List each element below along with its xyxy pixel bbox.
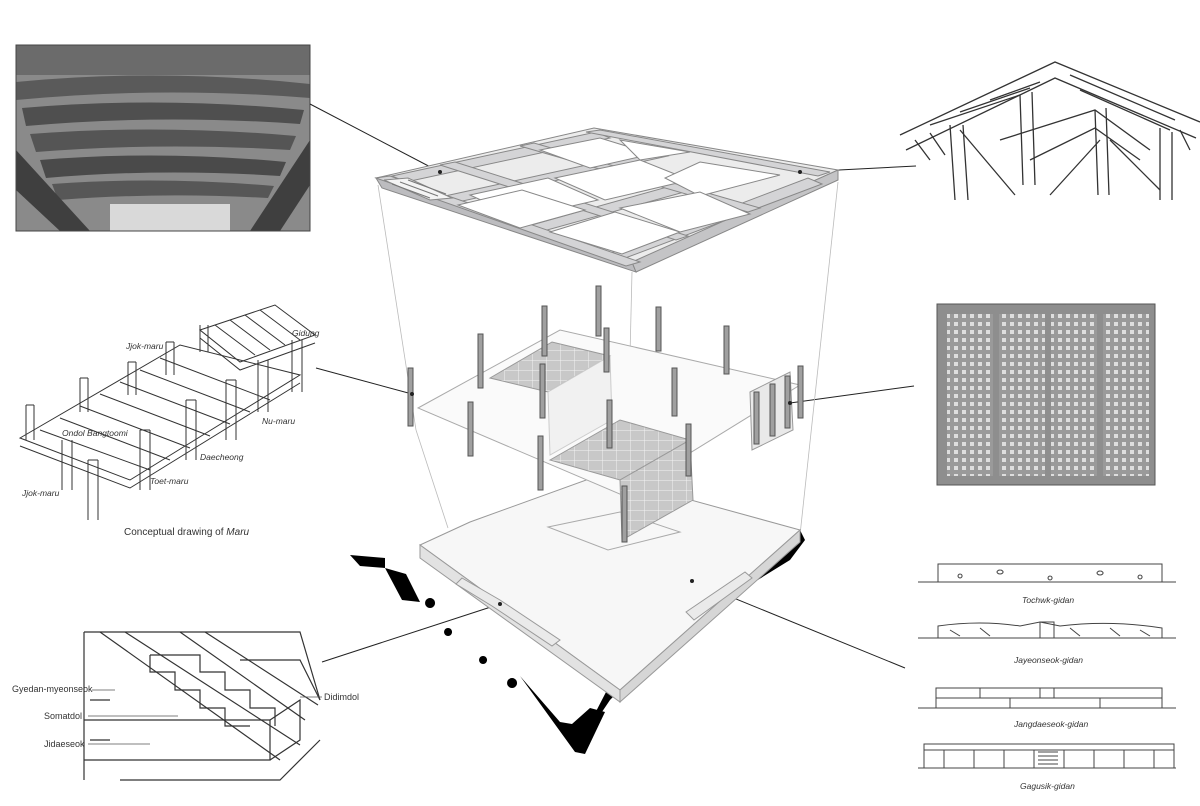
label-jjok-maru-bottom: Jjok-maru bbox=[21, 488, 60, 498]
lattice-door-panel bbox=[936, 303, 1156, 486]
label-somatdol: Somatdol bbox=[44, 711, 82, 721]
leader-lattice-door bbox=[789, 385, 915, 404]
label-jangdaeseok-gidan: Jangdaeseok-gidan bbox=[1013, 719, 1088, 729]
leader-stairs bbox=[321, 603, 501, 663]
maru-concept-drawing bbox=[18, 304, 317, 520]
label-didimdol: Didimdol bbox=[324, 692, 359, 702]
exploded-axonometric bbox=[350, 127, 840, 754]
base-platform bbox=[350, 474, 805, 754]
label-jidaeseok: Jidaeseok bbox=[44, 739, 85, 749]
leader-ceiling bbox=[309, 103, 441, 173]
ceiling-rafters-photo bbox=[15, 44, 311, 232]
label-ondol-bangtoomi: Ondol Bangtoomi bbox=[62, 428, 129, 438]
label-gidung: Gidung bbox=[292, 328, 320, 338]
label-gyedan-myeonseok: Gyedan-myeonseok bbox=[12, 684, 93, 694]
maru-caption: Conceptual drawing of Maru bbox=[124, 527, 250, 538]
leader-dots bbox=[410, 170, 802, 606]
label-tochwk-gidan: Tochwk-gidan bbox=[1022, 595, 1074, 605]
label-nu-maru: Nu-maru bbox=[262, 416, 295, 426]
label-toet-maru: Toet-maru bbox=[150, 476, 189, 486]
label-gagusik-gidan: Gagusik-gidan bbox=[1020, 781, 1075, 791]
leader-maru bbox=[315, 367, 413, 395]
stair-drawing bbox=[83, 631, 321, 781]
gidan-elevations bbox=[918, 563, 1176, 769]
label-daecheong: Daecheong bbox=[200, 452, 244, 462]
label-jayeonseok-gidan: Jayeonseok-gidan bbox=[1013, 655, 1083, 665]
ceiling-beam-grid bbox=[374, 127, 840, 273]
roof-structure-drawing bbox=[899, 61, 1200, 201]
maru-caption-prefix: Conceptual drawing of bbox=[124, 527, 224, 538]
label-jjok-maru-top: Jjok-maru bbox=[125, 341, 164, 351]
maru-caption-term: Maru bbox=[226, 527, 249, 538]
wood-posts bbox=[407, 285, 804, 543]
